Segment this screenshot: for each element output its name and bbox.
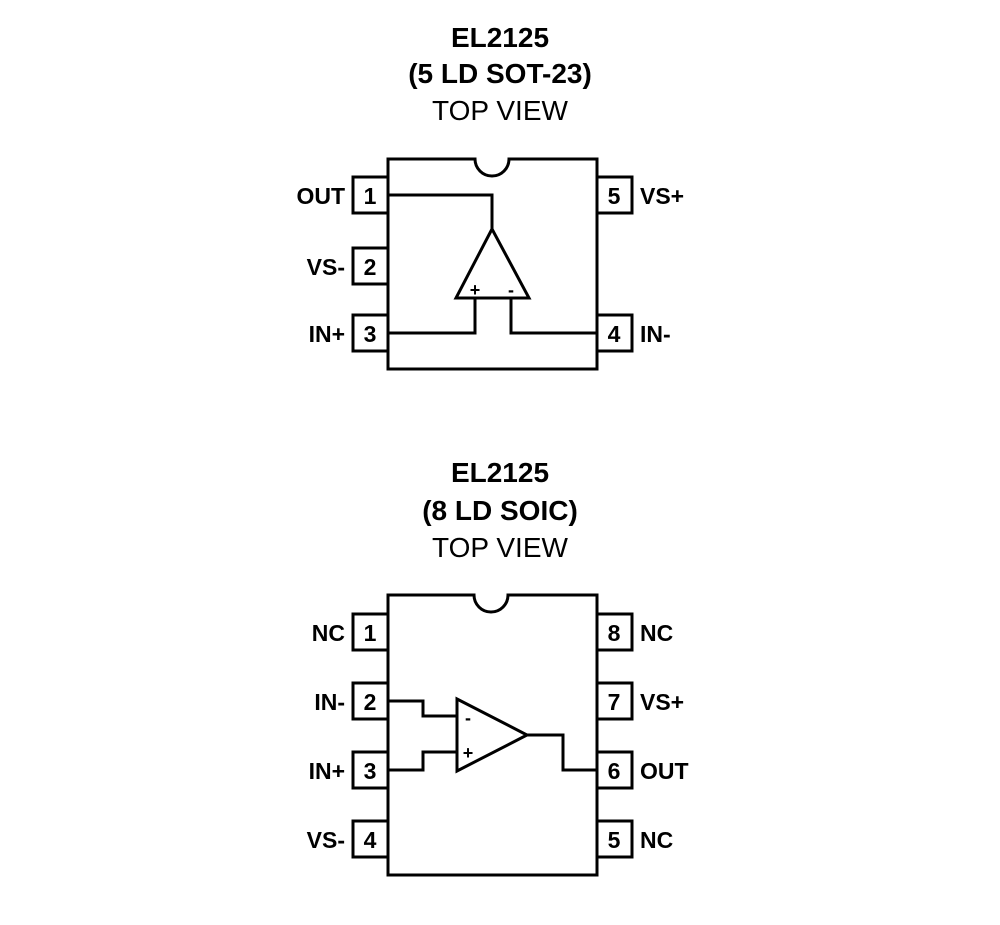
sot23-pin-label: IN+ <box>309 321 345 347</box>
soic-body <box>386 593 599 877</box>
sot23-package <box>351 157 634 371</box>
soic-plus-sign: + <box>463 743 474 763</box>
soic-pin-box-5 <box>595 819 634 859</box>
soic-pin-label: NC <box>640 827 673 853</box>
soic-wire-in-plus <box>388 750 457 772</box>
sot23-opamp-symbol <box>453 225 532 300</box>
sot23-pin-number: 2 <box>364 254 377 280</box>
part-title-sot23: EL2125 <box>450 22 550 53</box>
soic-package <box>351 593 634 877</box>
soic-pin-label: VS- <box>307 827 345 853</box>
soic-minus-sign: - <box>465 708 471 728</box>
soic-wire-in-minus <box>388 699 457 718</box>
soic-pin-number: 7 <box>608 689 621 715</box>
sot23-pin-number: 3 <box>364 321 377 347</box>
soic-pin-box-1 <box>351 612 390 652</box>
soic-pin-label: NC <box>640 620 673 646</box>
soic-pin-number: 4 <box>364 827 377 853</box>
sot23-pin-label: IN- <box>640 321 671 347</box>
sot23-wire-in-minus <box>509 298 597 335</box>
sot23-body <box>386 157 599 371</box>
part-title-soic: EL2125 <box>450 457 550 488</box>
sot23-pin-box-2 <box>351 246 390 286</box>
soic-pin-box-7 <box>595 681 634 721</box>
soic-pin-label: VS+ <box>640 689 684 715</box>
package-title-soic: (8 LD SOIC) <box>422 495 578 526</box>
package-title-sot23: (5 LD SOT-23) <box>408 58 592 89</box>
sot23-pin-label: OUT <box>296 183 345 209</box>
sot23-pin-number: 5 <box>608 183 621 209</box>
sot23-plus-sign: + <box>470 280 481 300</box>
soic-pin-label: OUT <box>640 758 689 784</box>
view-title-sot23: TOP VIEW <box>432 95 568 126</box>
soic-pin-number: 1 <box>364 620 377 646</box>
soic-pin-label: IN- <box>314 689 345 715</box>
soic-pin-label: IN+ <box>309 758 345 784</box>
soic-wire-out <box>527 733 597 772</box>
sot23-wire-out <box>388 193 494 229</box>
view-title-soic: TOP VIEW <box>432 532 568 563</box>
sot23-pin-number: 4 <box>608 321 621 347</box>
soic-pin-number: 6 <box>608 758 621 784</box>
sot23-pin-number: 1 <box>364 183 377 209</box>
soic-pin-label: NC <box>312 620 345 646</box>
soic-pin-box-8 <box>595 612 634 652</box>
sot23-pin-label: VS+ <box>640 183 684 209</box>
sot23-wire-in-plus <box>388 298 477 335</box>
soic-pin-number: 2 <box>364 689 377 715</box>
sot23-pin-label: VS- <box>307 254 345 280</box>
sot23-minus-sign: - <box>508 280 514 300</box>
sot23-pin-box-5 <box>595 175 634 215</box>
soic-pin-number: 8 <box>608 620 621 646</box>
soic-pin-number: 5 <box>608 827 621 853</box>
soic-pin-box-4 <box>351 819 390 859</box>
soic-opamp-symbol <box>455 696 531 774</box>
soic-pin-number: 3 <box>364 758 377 784</box>
